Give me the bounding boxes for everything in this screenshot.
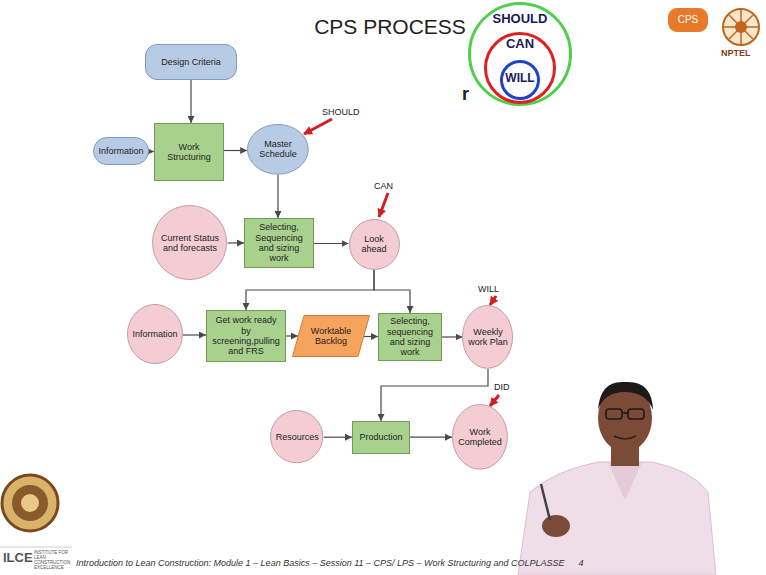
node-label: Information [98, 146, 143, 156]
node-label: Resources [276, 432, 319, 442]
node-label: Look ahead [354, 234, 395, 255]
node-label: CAN [484, 37, 556, 52]
node-label: Weekly work Plan [468, 327, 509, 348]
node-label: Information [133, 329, 178, 339]
footer-row: Introduction to Lean Construction: Modul… [76, 558, 584, 568]
stray-letter: r [462, 84, 469, 105]
callout-arrow [490, 395, 499, 406]
target-ring: WILL [500, 60, 540, 100]
process-box: Production [352, 421, 410, 454]
node-label: Selecting, sequencing and sizing work [382, 316, 438, 357]
output-circle: Weekly work Plan [462, 305, 513, 369]
flow-arrow [246, 270, 374, 311]
target-ring: SHOULD CAN WILL [468, 2, 572, 106]
flow-arrow [374, 270, 410, 314]
input-box: Information [93, 137, 149, 165]
callout-arrow [304, 119, 332, 134]
node-label: Worktable Backlog [307, 326, 355, 347]
flow-arrow [442, 336, 463, 337]
node-label: Work Completed [458, 427, 503, 448]
flow-arrow [286, 335, 298, 336]
flow-arrow [364, 336, 378, 337]
flow-arrow [314, 243, 349, 244]
callout-label: DID [494, 382, 510, 392]
process-box: Work Structuring [154, 123, 224, 181]
callout-arrow [379, 193, 388, 217]
flow-arrow [410, 437, 452, 438]
backlog-parallelogram: Worktable Backlog [292, 315, 370, 357]
input-circle: Resources [270, 410, 323, 463]
output-circle: Master Schedule [247, 124, 309, 175]
process-box: Get work ready by screening,pulling and … [206, 310, 286, 362]
logo-subtext: INSTITUTE FOR LEAN CONSTRUCTION EXCELLEN… [34, 551, 72, 571]
callout-label: WILL [478, 284, 499, 294]
node-label: CPS [678, 14, 699, 26]
node-label: Master Schedule [253, 139, 302, 160]
node-label: Selecting, Sequencing and sizing work [248, 222, 310, 263]
input-circle: Information [127, 304, 183, 364]
callout-label: SHOULD [322, 107, 360, 117]
node-label: Work Structuring [158, 142, 220, 163]
nptel-logo [723, 9, 759, 45]
node-label: Current Status and forecasts [160, 233, 220, 254]
flow-arrow [190, 80, 191, 123]
callout-arrow [490, 296, 496, 305]
node-label: SHOULD [468, 12, 572, 27]
callout-label: CAN [374, 181, 393, 191]
target-ring: CAN WILL [484, 32, 556, 104]
node-label: Design Criteria [161, 57, 221, 67]
logo-text: ILCE [3, 551, 33, 566]
input-box: Design Criteria [145, 44, 237, 80]
flow-arrow [224, 150, 247, 151]
presenter [518, 382, 716, 575]
flow-arrow [277, 174, 278, 218]
logo-divider [0, 547, 72, 548]
cps-badge: CPS [668, 8, 708, 32]
footer-text: Introduction to Lean Construction: Modul… [76, 558, 565, 568]
page-number: 4 [579, 558, 584, 568]
output-circle: Work Completed [452, 404, 508, 470]
output-circle: Look ahead [349, 219, 400, 270]
input-circle: Current Status and forecasts [152, 205, 227, 280]
node-label: Production [359, 432, 402, 442]
flow-arrow [228, 242, 245, 243]
institute-seal [2, 475, 58, 531]
flow-arrow [324, 437, 352, 438]
logo-text: NPTEL [721, 48, 751, 58]
flow-arrow [183, 334, 206, 335]
node-label: WILL [500, 72, 540, 86]
node-label: Get work ready by screening,pulling and … [210, 315, 282, 356]
process-box: Selecting, Sequencing and sizing work [244, 218, 314, 268]
process-box: Selecting, sequencing and sizing work [378, 313, 442, 361]
